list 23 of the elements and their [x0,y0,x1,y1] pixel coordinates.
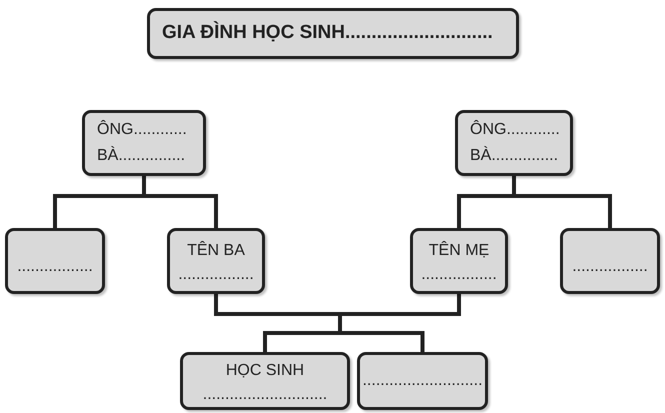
box-text: HỌC SINH [226,361,304,381]
box-text: TÊN BA [187,240,245,261]
family-member-box [455,110,573,176]
family-member-box [180,352,350,410]
family-member-box [167,228,265,294]
box-text: ................. [178,265,254,285]
box-text: BÀ............... [470,145,560,166]
box-text: ........................... [362,371,483,391]
box-text: ................. [572,257,648,277]
box-text: ................. [17,257,93,277]
title-box [147,8,519,59]
box-text: ÔNG............ [470,119,561,140]
title-text: GIA ĐÌNH HỌC SINH............................ [162,20,494,46]
box-text: TÊN MẸ [428,240,490,261]
family-member-box [410,228,508,294]
family-member-box [357,352,488,410]
box-text: BÀ............... [97,145,186,166]
family-member-box [5,228,105,294]
box-text: ............................ [202,385,328,405]
family-member-box [82,110,206,176]
box-text: ÔNG............ [97,119,188,140]
family-member-box [560,228,660,294]
box-text: ................. [421,265,497,285]
